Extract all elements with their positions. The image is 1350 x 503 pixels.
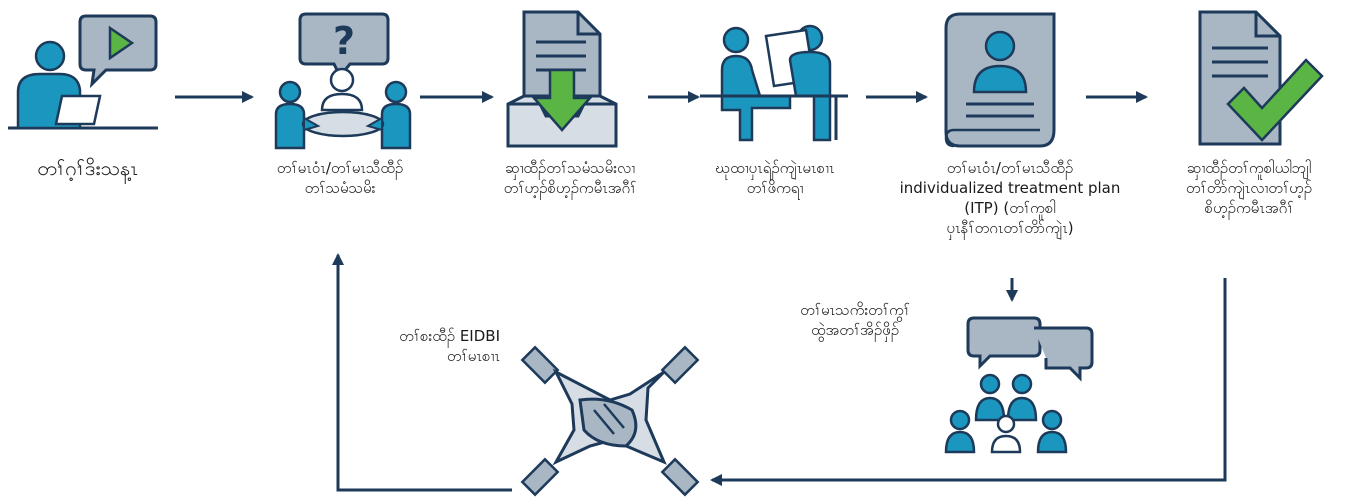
- desk-work-icon: [700, 24, 848, 142]
- flow-arrows: [175, 91, 1227, 492]
- group-discussion-icon: [944, 316, 1094, 454]
- arrow-6-to-services: [710, 278, 1227, 486]
- services-label: တၢ်စးထီၣ် EIDBI တၢ်မၤစၢၤ: [399, 327, 500, 365]
- profile-document-icon: [944, 12, 1056, 148]
- step-1-label: တၢ်ဂ့ၢ်ဒိးသန့ၤ: [37, 156, 138, 180]
- approved-document-icon: [1198, 10, 1324, 146]
- step-2-label: တၢ်မၤဝံၤ/တၢ်မၤသီထီၣ် တၢ်သမံသမိး: [276, 159, 404, 197]
- arrow-services-to-2: [332, 253, 512, 492]
- step-5-label: တၢ်မၤဝံၤ/တၢ်မၤသီထီၣ် individualized trea…: [899, 159, 1121, 237]
- meeting-question-icon: ?: [274, 12, 412, 150]
- video-consult-icon: [8, 14, 158, 130]
- step-3-label: ဆှၢထီၣ်တၢ်သမံသမိးလၢ တၢ်ဟ့ၣ်စိဟ့ၣ်ကမီၤအဂီ…: [503, 159, 637, 197]
- step-4-label: ဃုထၢပှၤရဲၣ်ကျဲၤမၤစၢၤ တၢ်ဖိကရၢ: [715, 159, 835, 197]
- svg-text:?: ?: [333, 19, 355, 63]
- inbox-download-icon: [506, 10, 618, 148]
- step-6-label: ဆှၢထီၣ်တၢ်ကူစါယါဘျါ တၢ်တိာ်ကျဲၤလၢတၢ်ဟ့ၣ်…: [1185, 159, 1313, 217]
- feedback-label: တၢ်မၤသကိးတၢ်ကွၢ် ထွဲအတၢ်အိၣ်ဖှိၣ်: [800, 301, 910, 339]
- hands-together-icon: [520, 345, 700, 497]
